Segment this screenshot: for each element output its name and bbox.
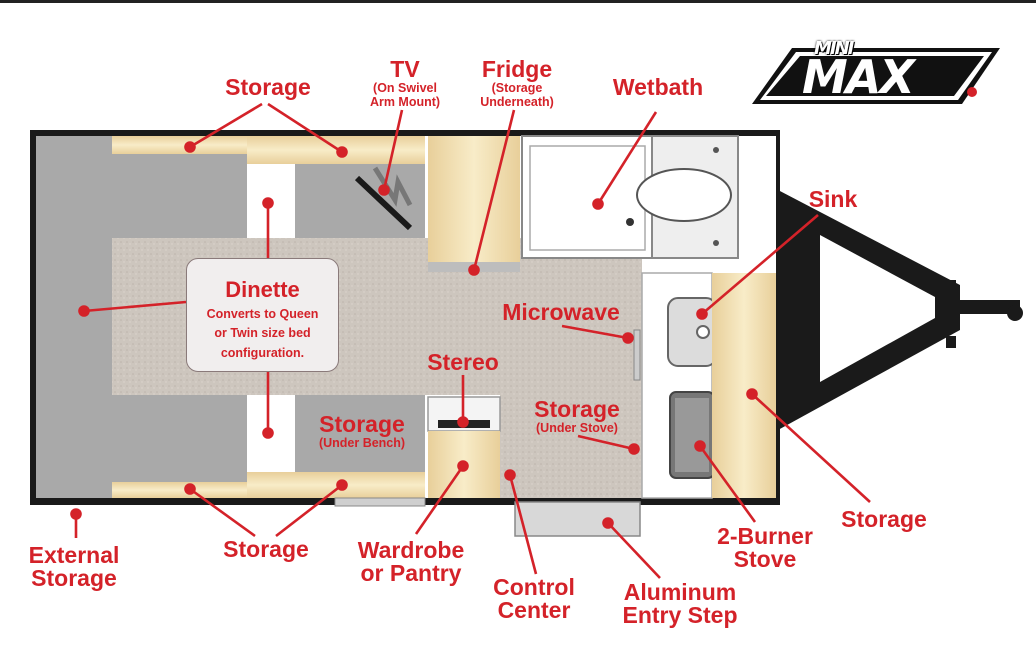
label-control-center: Control Center xyxy=(486,576,582,622)
label-storage-under-bench: Storage (Under Bench) xyxy=(306,413,418,450)
label-microwave: Microwave xyxy=(494,301,628,324)
label-text: Storage xyxy=(225,74,311,100)
label-2-burner-stove: 2-Burner Stove xyxy=(706,525,824,571)
label-subtext: (Storage xyxy=(491,81,543,95)
label-text: Storage xyxy=(534,396,620,422)
leader-lines xyxy=(70,102,871,579)
label-text: Storage xyxy=(319,411,405,437)
label-text: Fridge xyxy=(481,56,553,82)
label-text: Entry Step xyxy=(622,602,738,628)
label-storage-right: Storage xyxy=(834,508,934,531)
label-wetbath: Wetbath xyxy=(598,76,718,99)
trailer-body xyxy=(30,130,780,537)
label-fridge: Fridge (Storage Underneath) xyxy=(462,58,572,108)
label-wardrobe: Wardrobe or Pantry xyxy=(348,539,474,585)
label-external-storage: External Storage xyxy=(18,544,130,590)
label-subtext: Underneath) xyxy=(480,94,554,109)
mini-max-logo: MINI MAX xyxy=(752,38,1002,110)
label-text: Wardrobe xyxy=(357,537,465,563)
label-storage-top: Storage xyxy=(218,76,318,99)
label-subtext: (On Swivel xyxy=(373,81,437,95)
label-storage-under-stove: Storage (Under Stove) xyxy=(524,398,630,435)
label-subtext: (Under Stove) xyxy=(536,421,618,435)
label-text: Center xyxy=(497,597,571,623)
label-dinette: Dinette Converts to Queen or Twin size b… xyxy=(186,258,339,372)
trailer-hitch xyxy=(778,190,1023,430)
label-text: Stereo xyxy=(427,349,499,375)
label-text: Wetbath xyxy=(612,74,704,100)
label-text: 2-Burner xyxy=(717,523,813,549)
label-subtext: (Under Bench) xyxy=(318,436,406,450)
label-text: Sink xyxy=(808,186,858,212)
logo-line-mini: MINI xyxy=(814,38,854,59)
label-text: External xyxy=(28,542,120,568)
top-border xyxy=(0,0,1036,3)
label-text: or Pantry xyxy=(360,560,462,586)
label-sink: Sink xyxy=(800,188,866,211)
label-text: Storage xyxy=(841,506,927,532)
label-text: Aluminum xyxy=(623,579,737,605)
label-subtext: or Twin size bed xyxy=(214,326,311,341)
label-text: Control xyxy=(493,574,575,600)
label-text: TV xyxy=(390,56,420,82)
label-subtext: Converts to Queen xyxy=(206,307,319,321)
label-subtext: Arm Mount) xyxy=(369,94,441,109)
logo-swoosh xyxy=(752,48,1000,104)
label-storage-bottom: Storage xyxy=(216,538,316,561)
logo-line-max: MAX xyxy=(802,50,915,104)
label-stereo: Stereo xyxy=(418,351,508,374)
label-text: Storage xyxy=(31,565,117,591)
label-subtext: configuration. xyxy=(220,345,305,360)
label-text: Dinette xyxy=(225,277,300,302)
label-aluminum-entry-step: Aluminum Entry Step xyxy=(612,581,748,627)
label-tv: TV (On Swivel Arm Mount) xyxy=(355,58,455,108)
label-text: Storage xyxy=(223,536,309,562)
label-text: Microwave xyxy=(502,299,620,325)
label-text: Stove xyxy=(733,546,797,572)
